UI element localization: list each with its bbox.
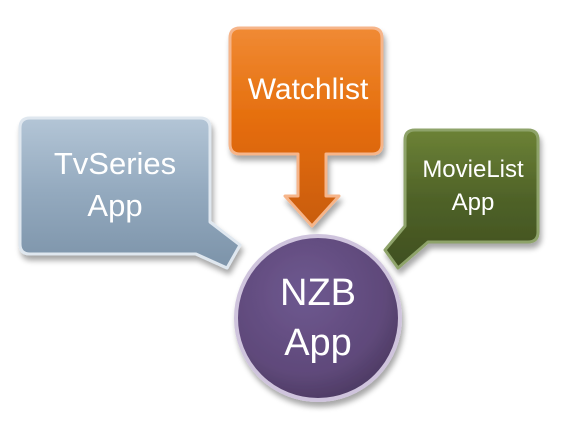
tvseries-app-node: TvSeries App — [18, 116, 242, 270]
movielist-app-label-line2: App — [452, 189, 495, 216]
watchlist-node: Watchlist — [228, 26, 384, 228]
nzb-app-label-line2: App — [284, 322, 352, 364]
watchlist-shape — [228, 26, 384, 228]
tvseries-app-label-line1: TvSeries — [54, 146, 176, 181]
nzb-app-circle — [234, 234, 402, 402]
nzb-app-label-line1: NZB — [280, 272, 356, 314]
movielist-app-node: MovieList App — [383, 128, 540, 270]
movielist-app-shape — [383, 128, 540, 270]
watchlist-label: Watchlist — [248, 73, 369, 106]
tvseries-app-label-line2: App — [87, 188, 142, 223]
movielist-app-label-line1: MovieList — [422, 156, 524, 183]
nzb-app-node: NZB App — [234, 234, 402, 402]
tvseries-app-shape — [18, 116, 242, 270]
